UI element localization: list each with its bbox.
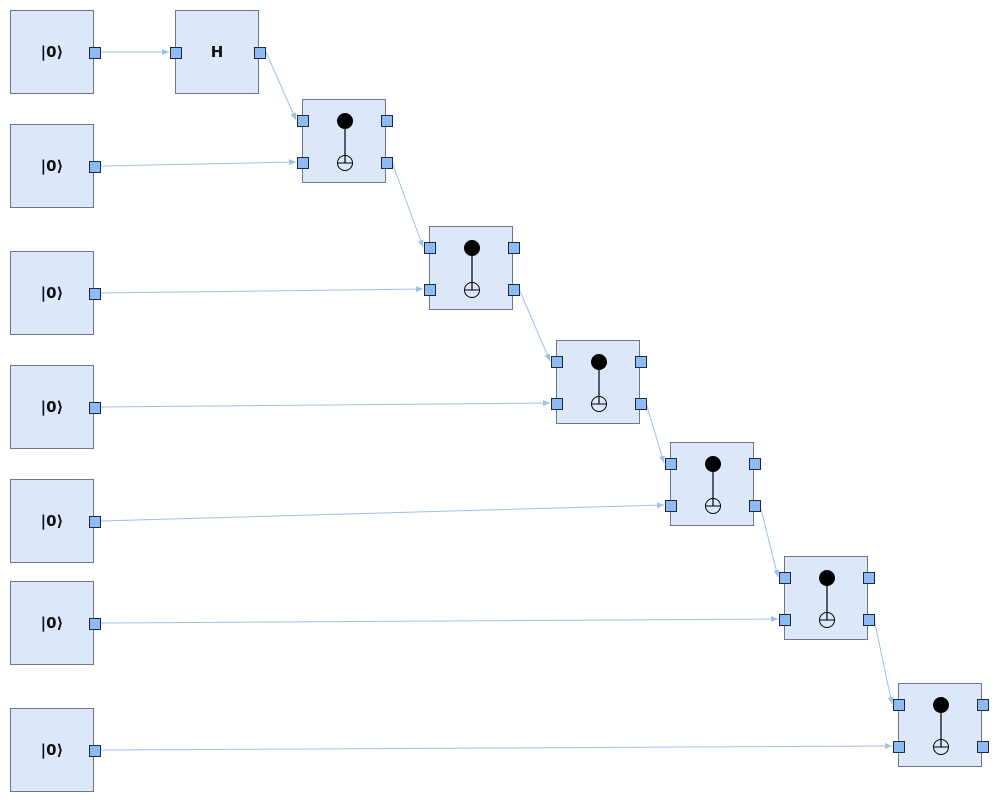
qubit-init-label: |0⟩ (40, 43, 64, 61)
qubit-init-label: |0⟩ (40, 614, 64, 632)
control-output-port[interactable] (381, 115, 393, 127)
cnot-gate-0[interactable] (297, 99, 393, 183)
control-input-port[interactable] (665, 458, 677, 470)
wire-connector-9[interactable] (759, 504, 780, 578)
wire-connector-11[interactable] (873, 618, 894, 705)
wire-connector-3[interactable] (391, 161, 424, 248)
wire-connector-5[interactable] (518, 288, 551, 362)
output-port[interactable] (89, 288, 101, 300)
qubit-init-label: |0⟩ (40, 512, 64, 530)
qubit-init-label: |0⟩ (40, 741, 64, 759)
wire-connector-12[interactable] (100, 743, 893, 751)
cnot-symbol (819, 570, 835, 628)
cnot-gate-1[interactable] (424, 226, 520, 310)
target-input-port[interactable] (424, 284, 436, 296)
control-dot-icon (705, 456, 721, 472)
control-output-port[interactable] (977, 699, 989, 711)
qubit-init-block-1[interactable]: |0⟩ (10, 124, 101, 208)
cnot-gate-3[interactable] (665, 442, 761, 526)
qubit-init-block-0[interactable]: |0⟩ (10, 10, 101, 94)
control-input-port[interactable] (424, 242, 436, 254)
output-port[interactable] (89, 745, 101, 757)
control-input-port[interactable] (779, 572, 791, 584)
qubit-init-label: |0⟩ (40, 284, 64, 302)
control-output-port[interactable] (863, 572, 875, 584)
wire-connector-6[interactable] (100, 400, 551, 408)
control-input-port[interactable] (551, 356, 563, 368)
target-input-port[interactable] (297, 157, 309, 169)
output-port[interactable] (89, 402, 101, 414)
target-output-port[interactable] (381, 157, 393, 169)
output-port[interactable] (89, 161, 101, 173)
wire-connector-7[interactable] (645, 402, 665, 464)
cnot-symbol (337, 113, 353, 171)
target-input-port[interactable] (665, 500, 677, 512)
control-output-port[interactable] (749, 458, 761, 470)
control-output-port[interactable] (635, 356, 647, 368)
cnot-symbol (591, 354, 607, 412)
target-output-port[interactable] (977, 741, 989, 753)
qubit-init-label: |0⟩ (40, 157, 64, 175)
qubit-init-block-4[interactable]: |0⟩ (10, 479, 101, 563)
output-port[interactable] (89, 516, 101, 528)
wire-connector-4[interactable] (100, 286, 424, 294)
cnot-gate-4[interactable] (779, 556, 875, 640)
cnot-gate-2[interactable] (551, 340, 647, 424)
control-dot-icon (464, 240, 480, 256)
control-dot-icon (337, 113, 353, 129)
qubit-init-block-6[interactable]: |0⟩ (10, 708, 101, 792)
wire-connector-2[interactable] (100, 159, 297, 167)
control-input-port[interactable] (297, 115, 309, 127)
target-input-port[interactable] (551, 398, 563, 410)
control-dot-icon (819, 570, 835, 586)
control-dot-icon (591, 354, 607, 370)
control-dot-icon (933, 697, 949, 713)
target-output-port[interactable] (863, 614, 875, 626)
hadamard-gate[interactable]: H (170, 10, 266, 94)
input-port[interactable] (170, 47, 182, 59)
target-input-port[interactable] (893, 741, 905, 753)
cnot-gate-5[interactable] (893, 683, 989, 767)
cnot-symbol (464, 240, 480, 298)
control-input-port[interactable] (893, 699, 905, 711)
qubit-init-label: |0⟩ (40, 398, 64, 416)
qubit-init-block-5[interactable]: |0⟩ (10, 581, 101, 665)
qubit-init-block-3[interactable]: |0⟩ (10, 365, 101, 449)
target-input-port[interactable] (779, 614, 791, 626)
target-output-port[interactable] (508, 284, 520, 296)
wire-connector-1[interactable] (265, 51, 297, 121)
qubit-init-block-2[interactable]: |0⟩ (10, 251, 101, 335)
wire-connector-10[interactable] (100, 616, 779, 624)
cnot-symbol (705, 456, 721, 514)
target-output-port[interactable] (635, 398, 647, 410)
cnot-symbol (933, 697, 949, 755)
hadamard-gate-label: H (210, 43, 224, 61)
output-port[interactable] (89, 618, 101, 630)
target-output-port[interactable] (749, 500, 761, 512)
wire-connector-8[interactable] (100, 502, 665, 522)
output-port[interactable] (254, 47, 266, 59)
control-output-port[interactable] (508, 242, 520, 254)
output-port[interactable] (89, 47, 101, 59)
